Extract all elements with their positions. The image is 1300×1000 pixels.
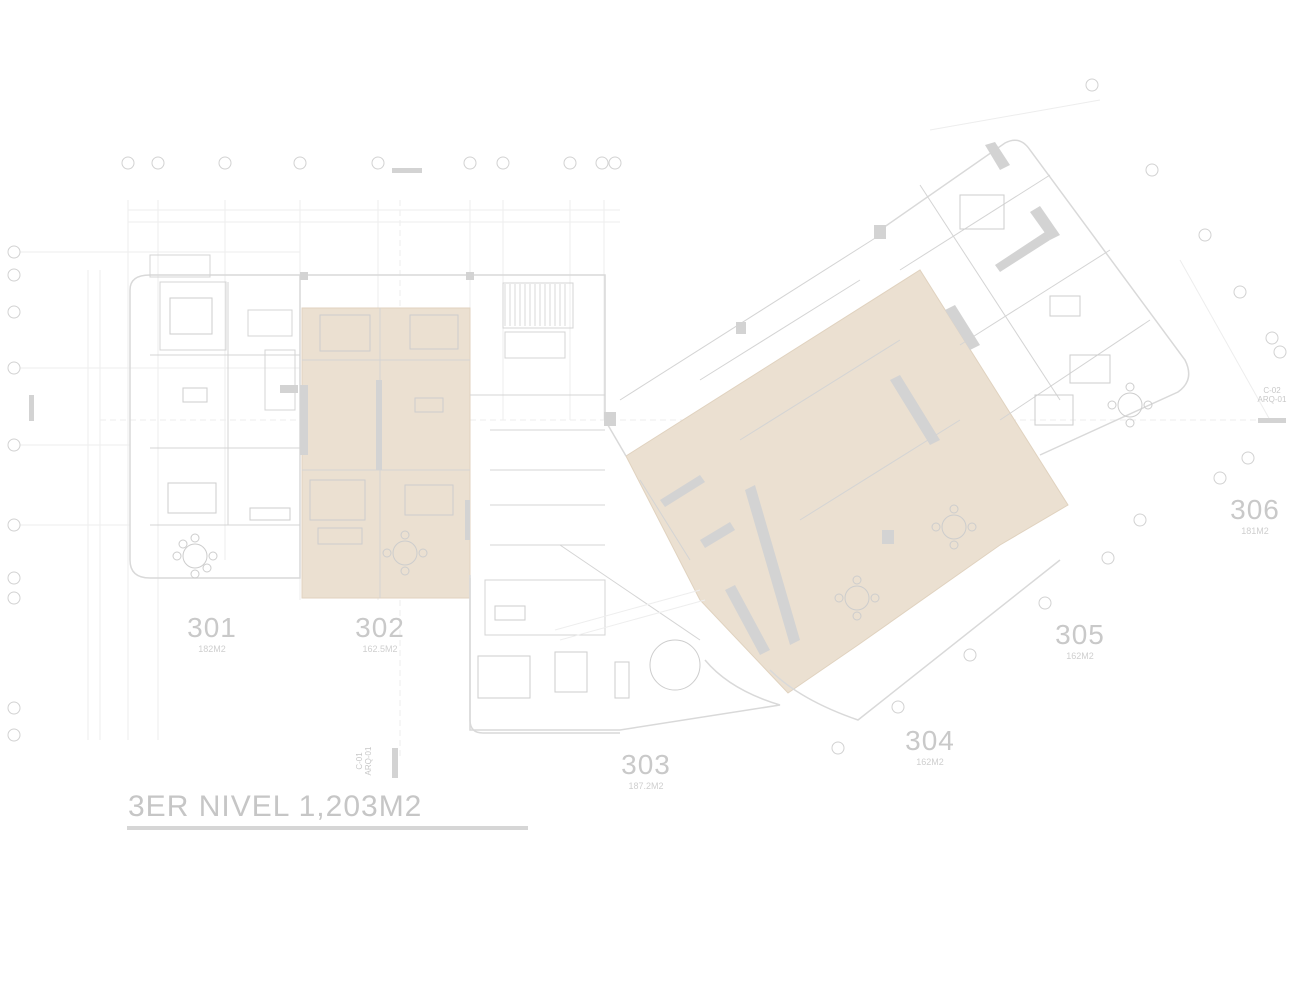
section-marker-c02: C-02 ARQ-01 xyxy=(1252,386,1292,404)
unit-label-301: 301 182M2 xyxy=(172,613,252,655)
unit-number: 305 xyxy=(1055,619,1105,650)
unit-number: 302 xyxy=(355,612,405,643)
unit-area: 162.5M2 xyxy=(362,644,398,654)
title-underline xyxy=(127,826,528,830)
building-outline xyxy=(129,139,1190,734)
sofa-icon xyxy=(167,354,1111,699)
unit-area: 182M2 xyxy=(198,644,226,654)
unit-302-fill xyxy=(301,307,471,599)
section-marker-c01: C-01 ARQ-01 xyxy=(355,745,373,777)
unit-label-306: 306 181M2 xyxy=(1220,495,1290,537)
unit-number: 304 xyxy=(905,725,955,756)
unit-label-304: 304 162M2 xyxy=(890,726,970,768)
unit-area: 187.2M2 xyxy=(628,781,664,791)
stair-icon xyxy=(504,284,566,326)
structural-columns xyxy=(29,142,1286,778)
level-title: 3ER NIVEL 1,203M2 xyxy=(128,790,423,823)
grid-bubble-icon xyxy=(7,78,1287,755)
unit-number: 306 xyxy=(1230,494,1280,525)
unit-label-303: 303 187.2M2 xyxy=(606,750,686,792)
section-sheet: ARQ-01 xyxy=(364,746,373,776)
unit-number: 301 xyxy=(187,612,237,643)
bed-icon xyxy=(169,194,1074,521)
section-sheet: ARQ-01 xyxy=(1257,395,1287,404)
unit-area: 181M2 xyxy=(1241,526,1269,536)
section-code: C-01 xyxy=(355,752,364,770)
walls xyxy=(149,174,1151,641)
corridor-hatch xyxy=(554,589,706,641)
unit-area: 162M2 xyxy=(916,757,944,767)
dining-table-icon xyxy=(172,295,1153,693)
unit-label-305: 305 162M2 xyxy=(1040,620,1120,662)
highlighted-units xyxy=(301,269,1069,694)
unit-label-302: 302 162.5M2 xyxy=(340,613,420,655)
section-code: C-02 xyxy=(1263,386,1281,395)
unit-number: 303 xyxy=(621,749,671,780)
unit-area: 162M2 xyxy=(1066,651,1094,661)
unit-304-305-fill xyxy=(625,269,1069,694)
